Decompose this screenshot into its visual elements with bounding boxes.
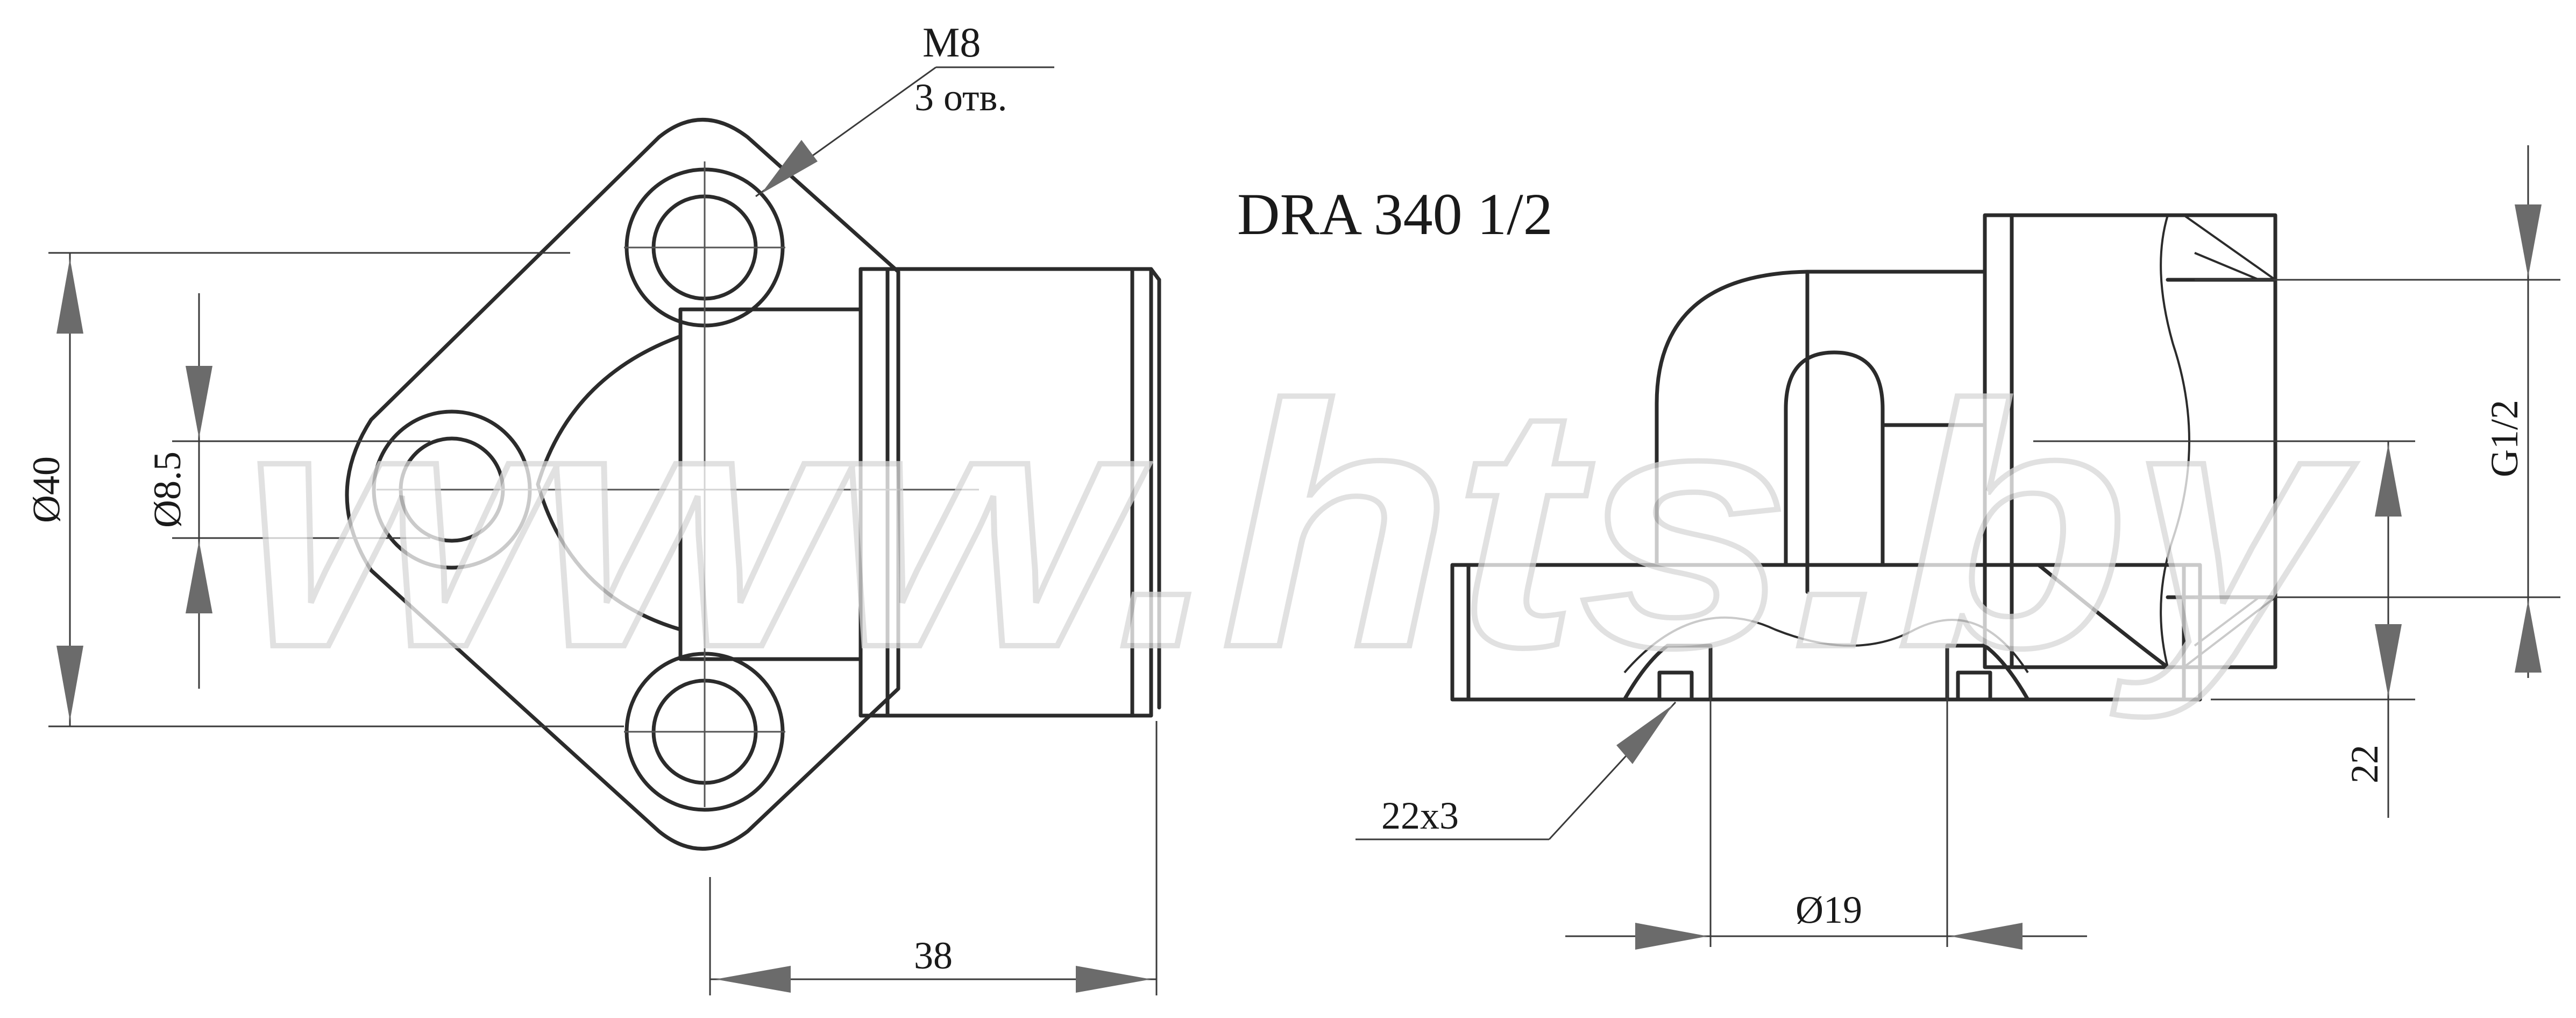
dia-40-label: Ø40 [25,456,68,523]
dia-19-label: Ø19 [1796,888,1862,931]
outlet-nut [858,267,1153,718]
dia-8-5-label: Ø8.5 [146,451,189,528]
front-view [48,66,1161,995]
elbow-body [1655,270,1987,567]
watermark: www.hts.by [242,334,2360,721]
oring-groove-right [1956,670,1992,702]
length-38-label: 38 [914,934,953,977]
drawing-title: DRA 340 1/2 [1237,181,1553,247]
height-22-label: 22 [2343,745,2386,783]
body-arc [536,334,683,632]
oring-groove-left [1657,670,1694,702]
thread-holes-label: M8 [922,19,981,66]
base-plate [1450,563,2202,702]
holes-count-label: 3 отв. [914,76,1007,119]
side-view [1356,145,2560,950]
oring-label: 22x3 [1381,794,1459,837]
thread-g-label: G1/2 [2483,400,2526,477]
flange-outline [345,118,900,851]
